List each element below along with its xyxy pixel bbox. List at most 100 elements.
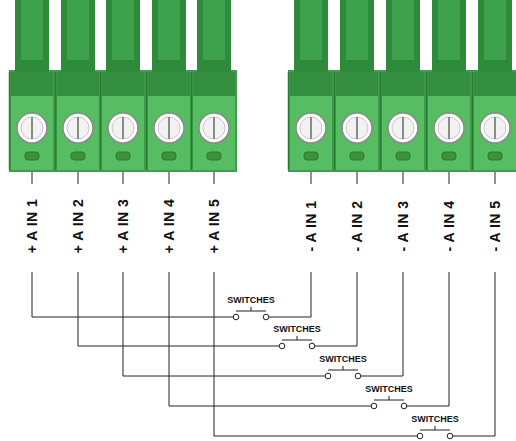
terminal-divider	[380, 72, 382, 170]
screw-slot	[168, 117, 170, 139]
terminal-lead	[357, 172, 358, 184]
terminal-screw-head	[158, 117, 180, 139]
terminal-tab	[152, 0, 186, 74]
terminal-screw-head	[112, 117, 134, 139]
wire	[32, 272, 233, 317]
terminal-screw-head	[21, 117, 43, 139]
terminal-screw	[296, 113, 326, 143]
wire	[214, 272, 417, 436]
terminal-tab	[294, 0, 328, 74]
terminal-tab-face	[346, 0, 368, 60]
terminal-screw	[17, 113, 47, 143]
terminal-tab	[340, 0, 374, 74]
screw-slot	[122, 117, 124, 139]
terminal-screw-head	[484, 117, 506, 139]
terminal-divider	[288, 72, 290, 170]
terminal-tab	[386, 0, 420, 74]
terminal-lead	[403, 172, 404, 184]
screw-slot	[77, 117, 79, 139]
pin-label: + A IN 4	[161, 199, 177, 254]
terminal-tab-face	[67, 0, 89, 60]
terminal-tab	[478, 0, 512, 74]
screw-slot	[356, 117, 358, 139]
terminal-top	[336, 72, 378, 96]
terminal-tab-face	[484, 0, 506, 60]
terminal-tab-face	[438, 0, 460, 60]
pin-label: + A IN 3	[115, 199, 131, 254]
terminal-body	[11, 96, 53, 170]
terminal-tab-face	[21, 0, 43, 60]
switch-contact	[309, 343, 315, 349]
terminal-body	[474, 96, 516, 170]
wire	[453, 272, 495, 436]
wire	[123, 272, 325, 376]
terminal-screw-head	[300, 117, 322, 139]
wire	[269, 272, 311, 317]
pin-label: + A IN 2	[70, 199, 86, 254]
terminal-divider	[426, 72, 428, 170]
terminal-slot	[488, 152, 502, 160]
pin-label: - A IN 2	[349, 200, 365, 251]
terminal-block	[9, 70, 237, 172]
terminal-divider	[191, 72, 193, 170]
switch-label: SWITCHES	[227, 295, 275, 305]
terminal-body	[428, 96, 470, 170]
pin-label: - A IN 4	[441, 200, 457, 251]
terminal-lead	[32, 172, 33, 184]
terminal-top	[290, 72, 332, 96]
terminal-body	[148, 96, 190, 170]
screw-slot	[31, 117, 33, 139]
switch-actuator	[251, 307, 252, 311]
terminal-body	[336, 96, 378, 170]
switch-contact	[401, 403, 407, 409]
switch-label: SWITCHES	[365, 384, 413, 394]
terminal-screw-head	[392, 117, 414, 139]
switch-contact	[371, 403, 377, 409]
terminal-screw-head	[346, 117, 368, 139]
terminal-top	[102, 72, 144, 96]
terminal-screw-head	[67, 117, 89, 139]
terminal-tab-face	[112, 0, 134, 60]
terminal-block	[288, 70, 516, 172]
terminal-slot	[396, 152, 410, 160]
terminal-top	[382, 72, 424, 96]
switch-label: SWITCHES	[273, 324, 321, 334]
terminal-screw	[63, 113, 93, 143]
terminal-body	[290, 96, 332, 170]
terminal-divider	[472, 72, 474, 170]
terminal-divider	[55, 72, 57, 170]
terminal-screw-head	[203, 117, 225, 139]
switch-contact	[447, 433, 453, 439]
switch-contact	[417, 433, 423, 439]
terminal-slot	[25, 152, 39, 160]
terminal-slot	[162, 152, 176, 160]
terminal-slot	[442, 152, 456, 160]
screw-slot	[494, 117, 496, 139]
terminal-screw	[480, 113, 510, 143]
terminal-tab	[61, 0, 95, 74]
terminal-top	[474, 72, 516, 96]
terminal-lead	[214, 172, 215, 184]
terminal-body	[57, 96, 99, 170]
terminal-screw-head	[438, 117, 460, 139]
terminal-tab	[432, 0, 466, 74]
terminal-lead	[169, 172, 170, 184]
terminal-tab	[106, 0, 140, 74]
terminal-slot	[71, 152, 85, 160]
screw-slot	[213, 117, 215, 139]
terminal-screw	[388, 113, 418, 143]
pin-label: + A IN 5	[206, 199, 222, 254]
switch-label: SWITCHES	[319, 354, 367, 364]
terminal-tab-face	[203, 0, 225, 60]
switch-actuator	[435, 426, 436, 430]
switch-contact	[355, 373, 361, 379]
terminal-divider	[146, 72, 148, 170]
terminal-top	[57, 72, 99, 96]
terminal-slot	[116, 152, 130, 160]
terminal-tab-face	[392, 0, 414, 60]
terminal-tab	[197, 0, 231, 74]
terminal-divider	[334, 72, 336, 170]
switch-actuator	[343, 366, 344, 370]
switch-label: SWITCHES	[411, 414, 459, 424]
pin-label: + A IN 1	[24, 199, 40, 254]
